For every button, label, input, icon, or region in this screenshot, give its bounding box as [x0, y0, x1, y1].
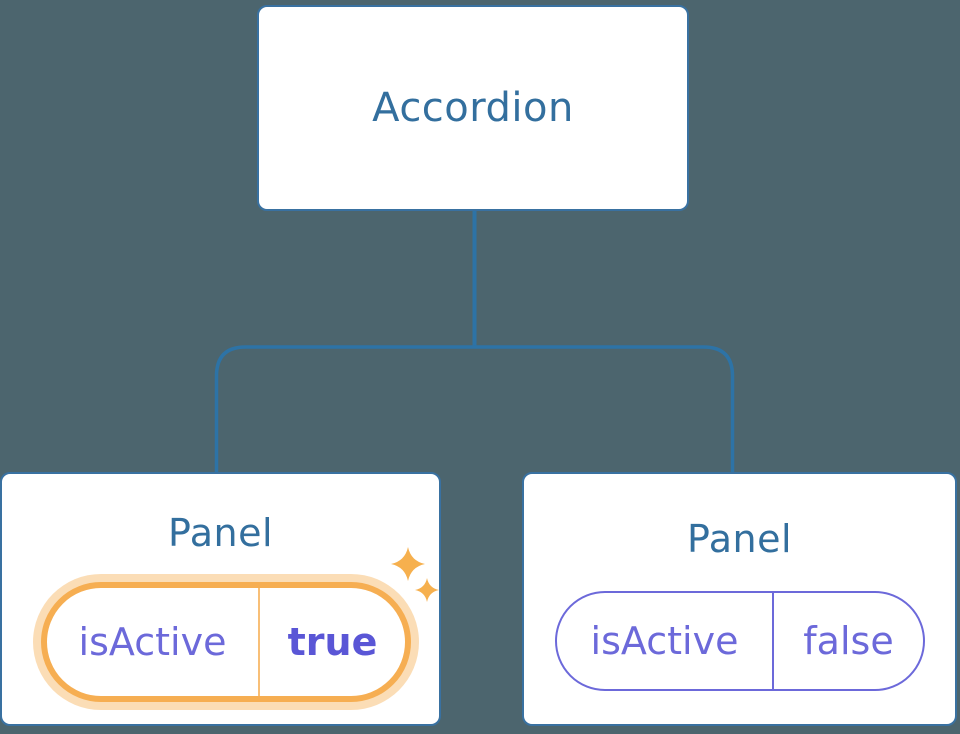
- panel-title: Panel: [686, 517, 792, 561]
- state-value: false: [803, 619, 894, 663]
- state-pill-divider: [258, 588, 260, 696]
- state-key: isActive: [590, 619, 739, 663]
- panel-node-active: Panel isActive true: [0, 472, 441, 726]
- state-pill-active: isActive true: [41, 582, 411, 702]
- sparkles-icon: [391, 547, 439, 602]
- state-pill-inactive: isActive false: [555, 591, 925, 691]
- state-value: true: [287, 620, 378, 664]
- state-key: isActive: [78, 620, 227, 664]
- panel-title: Panel: [167, 511, 273, 555]
- accordion-node: Accordion: [257, 5, 689, 211]
- state-pill-divider: [772, 593, 774, 689]
- panel-node-inactive: Panel isActive false: [522, 472, 957, 726]
- accordion-node-label: Accordion: [372, 85, 574, 131]
